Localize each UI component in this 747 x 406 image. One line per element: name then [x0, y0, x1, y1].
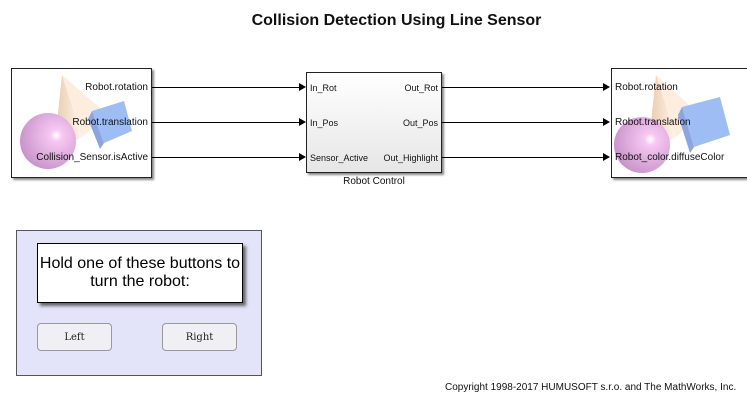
input-port-label: Robot.rotation: [615, 82, 678, 93]
signal-line[interactable]: [152, 87, 300, 88]
vr-3d-scene-icon: [20, 75, 132, 169]
right-button[interactable]: Right: [162, 323, 237, 351]
vr-sink-block[interactable]: Robot.rotation Robot.translation Robot_c…: [611, 68, 747, 178]
input-port-label: In_Pos: [310, 118, 339, 128]
robot-control-label: Robot Control: [343, 176, 405, 187]
arrowhead-icon: [299, 118, 306, 126]
vr-3d-scene-icon: [614, 75, 730, 173]
copyright-text: Copyright 1998-2017 HUMUSOFT s.r.o. and …: [445, 382, 737, 393]
arrowhead-icon: [603, 118, 610, 126]
signal-line[interactable]: [152, 122, 300, 123]
vr-source-block[interactable]: Robot.rotation Robot.translation Collisi…: [11, 68, 152, 178]
output-port-label: Out_Rot: [404, 83, 438, 93]
output-port-label: Robot.rotation: [85, 82, 148, 93]
left-button[interactable]: Left: [37, 323, 112, 351]
input-port-label: Sensor_Active: [310, 153, 369, 163]
arrowhead-icon: [603, 83, 610, 91]
arrowhead-icon: [603, 153, 610, 161]
input-port-label: In_Rot: [310, 83, 337, 93]
diagram-title: Collision Detection Using Line Sensor: [251, 12, 542, 29]
arrowhead-icon: [299, 153, 306, 161]
signal-line[interactable]: [442, 157, 604, 158]
signal-line[interactable]: [442, 122, 604, 123]
input-port-label: Robot_color.diffuseColor: [615, 152, 725, 163]
input-port-label: Robot.translation: [615, 117, 691, 128]
signal-line[interactable]: [442, 87, 604, 88]
instruction-note: Hold one of these buttons to turn the ro…: [37, 243, 243, 303]
output-port-label: Robot.translation: [72, 117, 148, 128]
robot-control-block[interactable]: In_Rot In_Pos Sensor_Active Out_Rot Out_…: [306, 72, 442, 173]
output-port-label: Out_Pos: [402, 118, 438, 128]
control-panel: Hold one of these buttons to turn the ro…: [16, 230, 262, 376]
arrowhead-icon: [299, 83, 306, 91]
signal-line[interactable]: [152, 157, 300, 158]
output-port-label: Out_Highlight: [383, 153, 438, 163]
output-port-label: Collision_Sensor.isActive: [36, 152, 148, 163]
